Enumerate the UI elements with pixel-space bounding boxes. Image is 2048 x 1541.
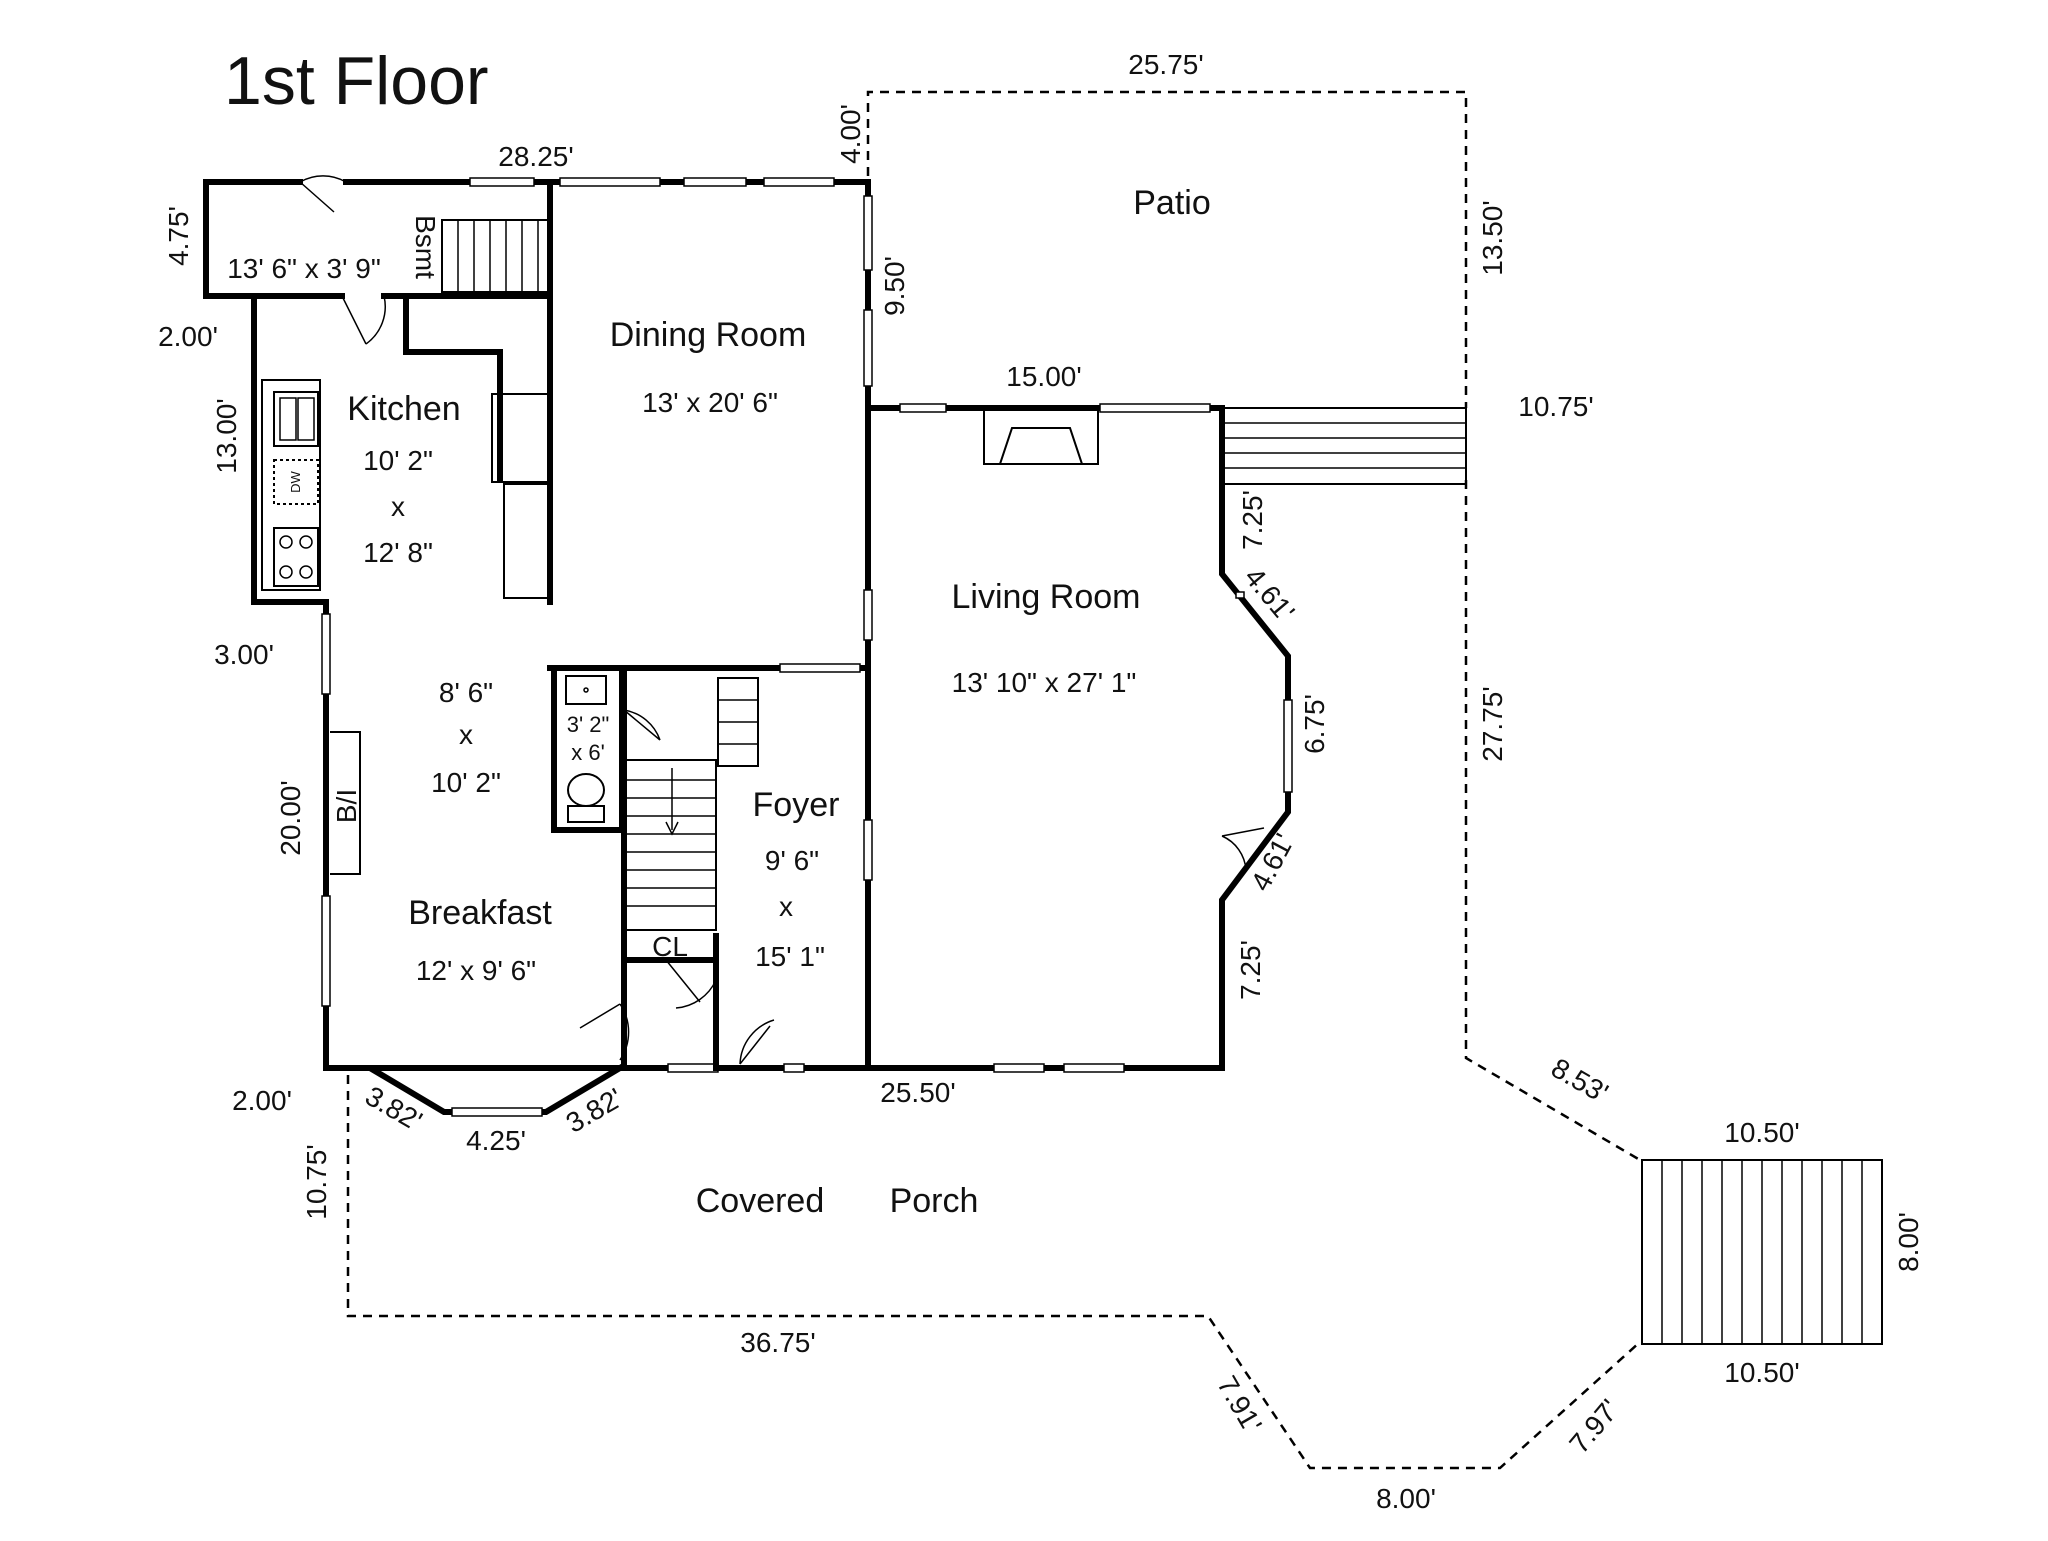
dim-10-75-left: 10.75' [301,1144,332,1219]
closet-label: CL [652,931,688,962]
kitchen-island [503,483,551,599]
powder-room-width: 3' 2" [567,712,610,737]
windows [321,177,1293,1117]
porch-label-2: Porch [890,1182,979,1220]
breakfast-label: Breakfast [408,894,552,932]
porch-label-1: Covered [696,1182,825,1220]
dim-7-25-top: 7.25' [1237,490,1268,550]
dim-4-00: 4.00' [835,104,866,164]
dim-3-00: 3.00' [214,639,274,670]
powder-room-fixtures [565,675,607,823]
dim-8-00-bot: 8.00' [1376,1483,1436,1514]
patio-outline [866,90,1468,408]
kitchen-by: x [391,491,405,522]
hall-size: 13' 6" x 3' 9" [227,253,381,284]
doors [299,175,1265,1065]
dim-9-50: 9.50' [879,256,910,316]
toilet-icon [567,773,605,807]
porch-steps [1641,1159,1883,1345]
refrigerator [491,393,549,483]
dim-7-25-bot: 7.25' [1235,940,1266,1000]
dim-top-wall: 28.25' [498,141,573,172]
dim-8-00-right: 8.00' [1893,1212,1924,1272]
kitchen-width: 10' 2" [363,445,433,476]
main-staircase [625,677,759,931]
fireplace [983,409,1099,465]
built-in [330,731,361,875]
dim-13-50: 13.50' [1477,200,1508,275]
dining-room-size: 13' x 20' 6" [642,387,778,418]
dim-15-00: 15.00' [1006,361,1081,392]
dim-patio-top: 25.75' [1128,49,1203,80]
foyer-by: x [779,891,793,922]
living-room-label: Living Room [952,578,1141,616]
dim-4-75: 4.75' [163,206,194,266]
kitchen-height: 12' 8" [363,537,433,568]
dim-4-25: 4.25' [466,1125,526,1156]
powder-room-height: x 6' [571,740,605,765]
dim-10-50-bot: 10.50' [1724,1357,1799,1388]
dim-20-00: 20.00' [275,780,306,855]
foyer-height: 15' 1" [755,941,825,972]
patio-label: Patio [1133,184,1211,222]
dishwasher-icon [273,459,319,505]
dw-label: DW [288,470,303,492]
basement-stairs [441,219,551,293]
bsmt-label: Bsmt [410,215,441,279]
vanity-sink-icon [565,675,607,705]
porch-outline [346,480,1641,1470]
dim-36-75: 36.75' [740,1327,815,1358]
kitchen-cabinets: DW [261,379,551,599]
foyer-width: 9' 6" [765,845,819,876]
kitchen-label: Kitchen [347,390,460,428]
nook-by: x [459,719,473,750]
dim-2-00-bot: 2.00' [232,1085,292,1116]
stove-icon [273,527,319,587]
breakfast-size: 12' x 9' 6" [416,955,536,986]
dim-27-75: 27.75' [1477,686,1508,761]
page-title: 1st Floor [224,43,489,119]
nook-width: 8' 6" [439,677,493,708]
dim-2-00-top: 2.00' [158,321,218,352]
living-room-size: 13' 10" x 27' 1" [952,667,1137,698]
dim-10-50-top: 10.50' [1724,1117,1799,1148]
dim-6-75: 6.75' [1299,694,1330,754]
dim-10-75-right: 10.75' [1518,391,1593,422]
built-in-label: B/I [331,789,362,823]
foyer-label: Foyer [753,786,840,824]
dim-13-00: 13.00' [211,398,242,473]
dining-room-label: Dining Room [610,316,807,354]
dim-25-50: 25.50' [880,1077,955,1108]
nook-height: 10' 2" [431,767,501,798]
